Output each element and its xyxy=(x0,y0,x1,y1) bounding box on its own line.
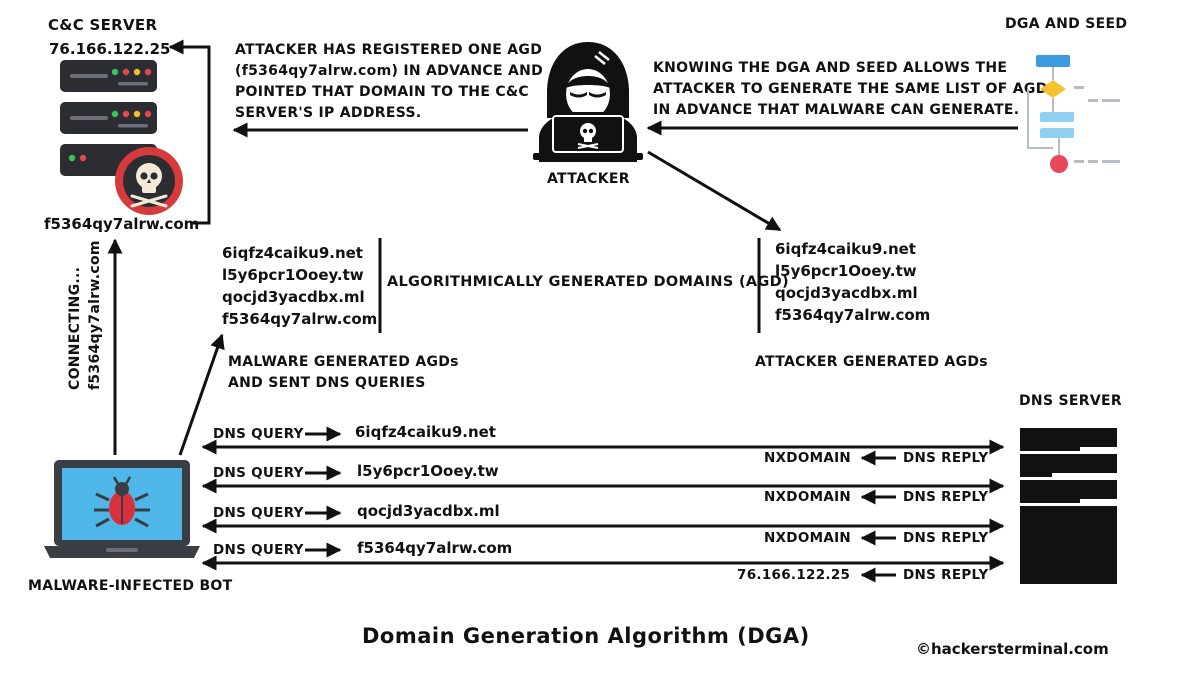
attacker-note-line-2: (f5364qy7alrw.com) IN ADVANCE AND xyxy=(235,63,544,79)
server-rack-icon xyxy=(60,60,183,215)
cc-server-ip: 76.166.122.25 xyxy=(49,40,171,58)
hacker-icon xyxy=(533,42,643,162)
dns-reply-label-2: DNS REPLY xyxy=(903,489,989,505)
connecting-label: CONNECTING... f5364qy7alrw.com xyxy=(65,240,105,390)
dns-response-1: NXDOMAIN xyxy=(764,450,851,466)
attacker-agd-4: f5364qy7alrw.com xyxy=(775,306,931,324)
attacker-agd-1: 6iqfz4caiku9.net xyxy=(775,240,916,258)
cc-server-domain: f5364qy7alrw.com xyxy=(44,215,200,233)
malware-agd-4: f5364qy7alrw.com xyxy=(222,310,378,328)
cc-server-label: C&C SERVER xyxy=(48,16,158,34)
malware-agd-1: 6iqfz4caiku9.net xyxy=(222,244,363,262)
dns-query-label-4: DNS QUERY xyxy=(213,542,304,558)
attacker-note-line-1: ATTACKER HAS REGISTERED ONE AGD xyxy=(235,42,543,58)
arrow-attacker-to-agd-list xyxy=(647,150,782,232)
dns-exchange-row-2 xyxy=(201,465,1005,505)
dns-server-icon xyxy=(1020,428,1117,584)
dns-reply-label-3: DNS REPLY xyxy=(903,530,989,546)
dga-note-line-3: IN ADVANCE THAT MALWARE CAN GENERATE. xyxy=(653,102,1020,118)
dga-note-line-1: KNOWING THE DGA AND SEED ALLOWS THE xyxy=(653,60,1008,76)
infected-laptop-icon xyxy=(44,460,200,558)
dns-response-3: NXDOMAIN xyxy=(764,530,851,546)
credit-text: ©hackersterminal.com xyxy=(916,640,1109,658)
attacker-note-line-3: POINTED THAT DOMAIN TO THE C&C xyxy=(235,84,530,100)
dns-query-domain-3: qocjd3yacdbx.ml xyxy=(357,502,500,520)
bracket-domain-to-cc xyxy=(168,39,211,225)
bug-icon xyxy=(94,476,150,528)
agd-center-label: ALGORITHMICALLY GENERATED DOMAINS (AGD) xyxy=(387,274,789,290)
dns-response-2: NXDOMAIN xyxy=(764,489,851,505)
dns-reply-label-4: DNS REPLY xyxy=(903,567,989,583)
malware-agd-caption-line-1: MALWARE GENERATED AGDs xyxy=(228,354,459,370)
malware-agd-caption-line-2: AND SENT DNS QUERIES xyxy=(228,375,426,391)
dns-exchange-row-3 xyxy=(201,505,1005,546)
dns-query-domain-2: l5y6pcr1Ooey.tw xyxy=(357,462,499,480)
dns-server-label: DNS SERVER xyxy=(1019,393,1122,409)
connecting-line-2: f5364qy7alrw.com xyxy=(87,240,103,390)
dns-exchange-row-4 xyxy=(201,542,1005,583)
attacker-note-line-4: SERVER'S IP ADDRESS. xyxy=(235,105,422,121)
malware-agd-3: qocjd3yacdbx.ml xyxy=(222,288,365,306)
malware-agd-2: l5y6pcr1Ooey.tw xyxy=(222,266,364,284)
dns-exchange-row-1 xyxy=(201,426,1005,466)
connecting-line-1: CONNECTING... xyxy=(67,266,83,390)
dns-query-label-1: DNS QUERY xyxy=(213,426,304,442)
dga-seed-label: DGA AND SEED xyxy=(1005,16,1128,32)
dns-response-4: 76.166.122.25 xyxy=(737,567,851,583)
dns-query-label-2: DNS QUERY xyxy=(213,465,304,481)
bot-label: MALWARE-INFECTED BOT xyxy=(28,578,233,594)
dga-note-line-2: ATTACKER TO GENERATE THE SAME LIST OF AG… xyxy=(653,81,1048,97)
attacker-agd-caption: ATTACKER GENERATED AGDs xyxy=(755,354,988,370)
arrow-bot-to-agd-list xyxy=(178,333,225,456)
attacker-agd-2: l5y6pcr1Ooey.tw xyxy=(775,262,917,280)
flowchart-icon xyxy=(1027,55,1120,173)
diagram-title: Domain Generation Algorithm (DGA) xyxy=(362,624,810,648)
attacker-agd-3: qocjd3yacdbx.ml xyxy=(775,284,918,302)
dns-query-domain-4: f5364qy7alrw.com xyxy=(357,539,513,557)
dns-query-label-3: DNS QUERY xyxy=(213,505,304,521)
dns-query-domain-1: 6iqfz4caiku9.net xyxy=(355,423,496,441)
dns-reply-label-1: DNS REPLY xyxy=(903,450,989,466)
attacker-label: ATTACKER xyxy=(547,171,630,187)
